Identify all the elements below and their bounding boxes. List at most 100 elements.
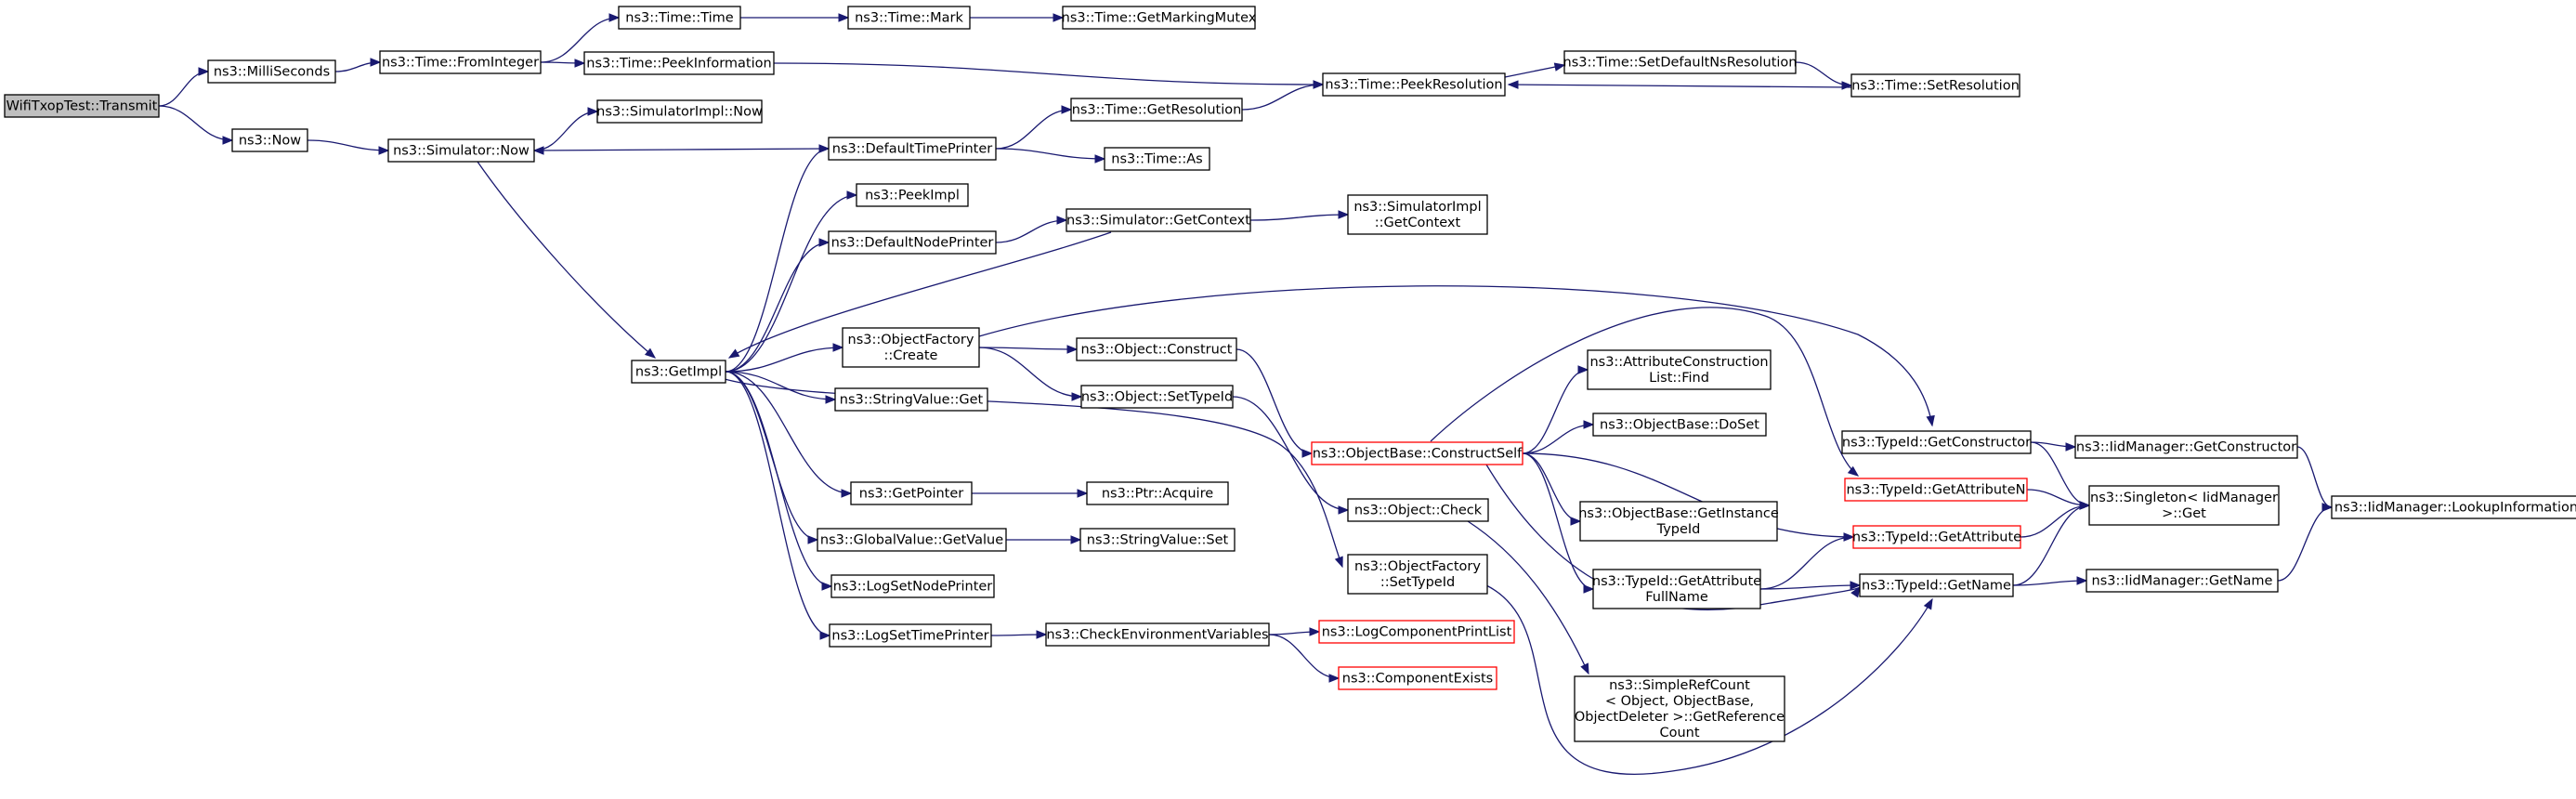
node-peekimpl[interactable]: ns3::PeekImpl [856,183,969,207]
arrowhead [587,107,599,116]
node-checkenv[interactable]: ns3::CheckEnvironmentVariables [1045,622,1270,647]
node-strvalset[interactable]: ns3::StringValue::Set [1079,528,1236,552]
arrowhead [1338,505,1350,515]
arrowhead [1338,210,1350,219]
node-simimplctx[interactable]: ns3::SimulatorImpl::GetContext [1347,194,1488,235]
edge-constructself-to-tidgetname [1485,464,1861,611]
arrowhead [608,13,621,22]
node-box [1079,528,1236,552]
edge-getimpl-to-peekimpl [725,190,858,373]
edge-timemark-to-markmutex [970,13,1065,22]
arrowhead [1577,365,1589,374]
node-compexists[interactable]: ns3::ComponentExists [1338,666,1497,690]
node-tidgetattrn[interactable]: ns3::TypeId::GetAttributeN [1844,478,2028,502]
node-markmutex[interactable]: ns3::Time::GetMarkingMutex [1062,6,1257,30]
edge-logsettime-to-checkenv [990,630,1048,639]
node-setres[interactable]: ns3::Time::SetResolution [1850,73,2020,98]
arrowhead [821,582,833,591]
edge-line [725,242,830,373]
node-label: ns3::TypeId::GetAttribute [1852,530,2021,545]
node-box [379,50,542,74]
node-now[interactable]: ns3::Now [231,128,308,152]
edge-getimpl-to-strvalget [725,371,837,404]
node-objconstruct[interactable]: ns3::Object::Construct [1076,337,1237,361]
node-peekres[interactable]: ns3::Time::PeekResolution [1322,72,1506,97]
node-label: List::Find [1649,371,1709,386]
node-simimplnow[interactable]: ns3::SimulatorImpl::Now [596,99,763,124]
node-getimpl[interactable]: ns3::GetImpl [631,360,726,384]
arrowhead [222,136,234,145]
node-getpointer[interactable]: ns3::GetPointer [850,481,973,505]
node-iidgetconstr[interactable]: ns3::IidManager::GetConstructor [2074,435,2298,459]
node-millis[interactable]: ns3::MilliSeconds [207,59,336,84]
node-tidgetname[interactable]: ns3::TypeId::GetName [1859,573,2014,597]
node-timetime[interactable]: ns3::Time::Time [618,6,741,30]
node-objfcreate[interactable]: ns3::ObjectFactory::Create [842,327,980,368]
node-logsetnode[interactable]: ns3::LogSetNodePrinter [830,574,995,598]
node-gvgetvalue[interactable]: ns3::GlobalValue::GetValue [817,528,1007,552]
node-box [828,230,997,255]
node-box [842,327,980,368]
node-singleton[interactable]: ns3::Singleton< IidManager>::Get [2088,485,2280,526]
node-box [1311,441,1523,465]
node-defnodepr[interactable]: ns3::DefaultNodePrinter [828,230,997,255]
edge-line [1485,584,1933,775]
node-timemark[interactable]: ns3::Time::Mark [847,6,971,30]
node-box [1338,666,1497,690]
arrowhead [1036,630,1048,639]
arrowhead [841,489,853,498]
node-root[interactable]: WifiTxopTest::Transmit [4,94,160,118]
arrowhead [1847,465,1860,477]
node-ptracquire[interactable]: ns3::Ptr::Acquire [1086,481,1229,505]
node-box [1852,525,2021,549]
node-box [618,6,741,30]
node-iidgetname[interactable]: ns3::IidManager::GetName [2086,569,2279,593]
edge-line [1522,452,1594,590]
node-objfsettid[interactable]: ns3::ObjectFactory::SetTypeId [1347,554,1488,595]
node-logsettime[interactable]: ns3::LogSetTimePrinter [829,623,992,648]
node-logcompprint[interactable]: ns3::LogComponentPrintList [1318,620,1515,644]
edge-fromint-to-timetime [540,13,621,63]
node-box [4,94,160,118]
arrowhead [198,67,210,76]
node-deftimepr[interactable]: ns3::DefaultTimePrinter [828,137,997,161]
node-fromint[interactable]: ns3::Time::FromInteger [379,50,542,74]
node-label: ns3::IidManager::GetConstructor [2076,440,2296,455]
arrowhead [2076,576,2088,585]
node-simgetctx[interactable]: ns3::Simulator::GetContext [1066,208,1251,232]
arrowhead [1570,517,1582,526]
node-getresol[interactable]: ns3::Time::GetResolution [1070,98,1243,122]
node-objcheck[interactable]: ns3::Object::Check [1347,498,1489,522]
node-box [1850,73,2020,98]
node-strvalget[interactable]: ns3::StringValue::Get [834,387,988,412]
node-box [387,138,535,163]
edge-getimpl-to-getpointer [725,371,853,498]
node-label: ns3::GlobalValue::GetValue [820,533,1003,548]
node-timeas[interactable]: ns3::Time::As [1104,147,1210,171]
arrowhead [1580,662,1589,675]
node-tidgetconstr[interactable]: ns3::TypeId::GetConstructor [1841,430,2032,454]
node-label: ns3::SimpleRefCount [1609,678,1750,693]
edge-millis-to-fromint [334,58,382,72]
node-box [2074,435,2298,459]
node-dosetob[interactable]: ns3::ObjectBase::DoSet [1592,413,1767,437]
node-iidlookup[interactable]: ns3::IidManager::LookupInformation [2331,495,2576,519]
node-setdefns[interactable]: ns3::Time::SetDefaultNsResolution [1563,50,1798,74]
node-simplerefcount[interactable]: ns3::SimpleRefCount< Object, ObjectBase,… [1574,675,1785,742]
node-peekinfo[interactable]: ns3::Time::PeekInformation [583,51,775,75]
node-tidgetattr[interactable]: ns3::TypeId::GetAttribute [1852,525,2021,549]
node-box [834,387,988,412]
node-box [1347,498,1489,522]
edge-getimpl-to-logsetnode [725,371,833,591]
arrowhead [1301,449,1314,458]
edge-line [1467,520,1589,675]
node-objsettid[interactable]: ns3::Object::SetTypeId [1080,385,1234,409]
node-simnow[interactable]: ns3::Simulator::Now [387,138,535,163]
node-box [817,528,1007,552]
arrowhead [1094,154,1106,164]
node-constructself[interactable]: ns3::ObjectBase::ConstructSelf [1311,441,1523,465]
